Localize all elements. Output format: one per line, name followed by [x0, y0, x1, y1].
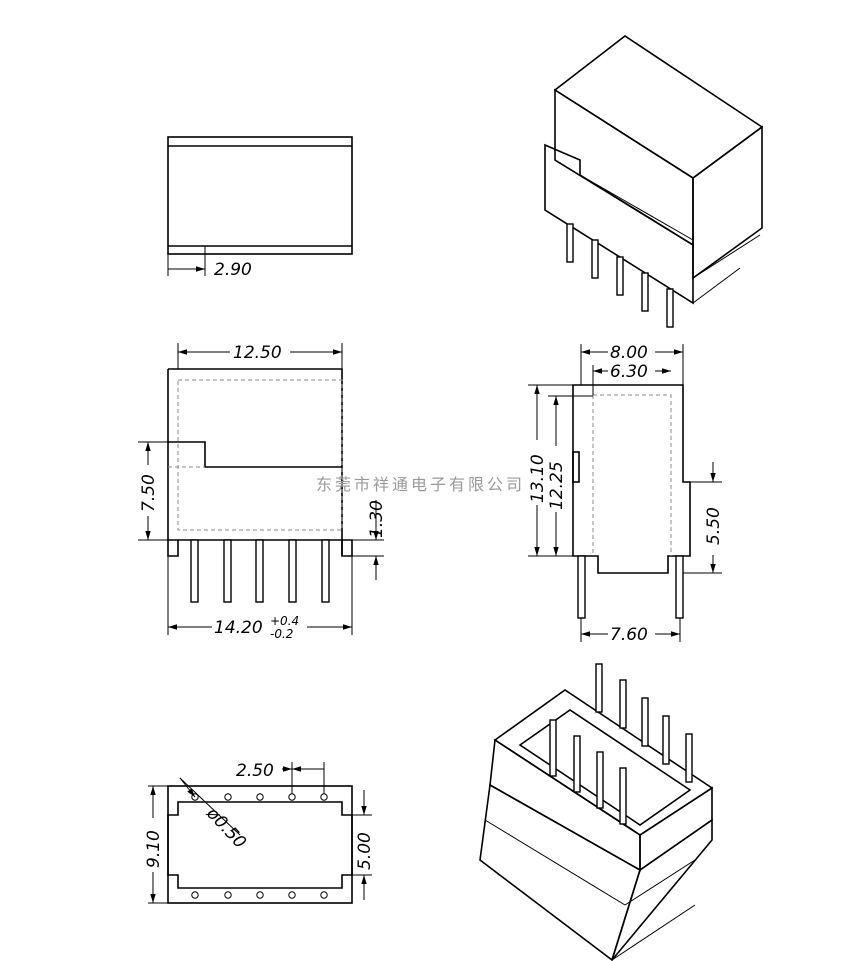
pin	[577, 555, 586, 619]
dim-row-spacing: 5.00	[355, 832, 375, 870]
dim-side-pin-pitch: 7.60	[610, 625, 648, 645]
pin	[619, 767, 627, 825]
pin	[641, 697, 649, 747]
pin	[549, 719, 557, 777]
pin	[321, 539, 330, 603]
dim-overall-width-tol-plus: +0.4	[270, 614, 299, 628]
side-view: 8.00 6.30 13.10 12.25 5.50 7.60	[528, 343, 724, 645]
dim-side-height: 13.10	[528, 454, 548, 503]
pin	[619, 679, 627, 729]
dim-pin-standoff: 1.30	[367, 500, 387, 538]
pin	[596, 751, 604, 809]
dim-front-width: 12.50	[233, 343, 282, 363]
company-watermark: 东莞市祥通电子有限公司	[316, 475, 525, 494]
pin	[566, 223, 574, 263]
front-view: 12.50 7.50 1.30 14.20 +0.4 -0.2	[138, 343, 387, 641]
pin	[573, 735, 581, 793]
dim-side-inner-height: 12.25	[547, 461, 567, 510]
pin	[255, 539, 264, 603]
dim-bottom-depth: 9.10	[144, 830, 164, 868]
dim-overall-width-tol-minus: -0.2	[270, 627, 293, 641]
dim-side-width: 8.00	[610, 343, 648, 363]
isometric-view-bottom	[479, 663, 714, 961]
dim-side-pin-height: 5.50	[704, 507, 724, 545]
bottom-view: 2.50 ø0.50 9.10 5.00	[144, 761, 375, 904]
dim-side-inner-width: 6.30	[610, 362, 648, 382]
pin	[675, 555, 684, 619]
pin	[190, 539, 199, 603]
dim-overall-width: 14.20	[214, 618, 263, 638]
isometric-view-top	[544, 35, 764, 328]
pin	[616, 256, 624, 296]
dim-hole-diameter: ø0.50	[202, 803, 250, 853]
pin	[591, 239, 599, 279]
dim-front-height: 7.50	[139, 474, 159, 512]
pin	[641, 272, 649, 312]
pin	[288, 539, 297, 603]
pin	[666, 288, 674, 328]
pin	[223, 539, 232, 603]
pin	[662, 715, 670, 765]
pin	[685, 733, 693, 783]
dim-pin-pitch: 2.50	[236, 761, 274, 781]
pin	[595, 663, 603, 713]
top-view: 2.90	[167, 136, 353, 280]
dim-top-offset: 2.90	[214, 260, 252, 280]
